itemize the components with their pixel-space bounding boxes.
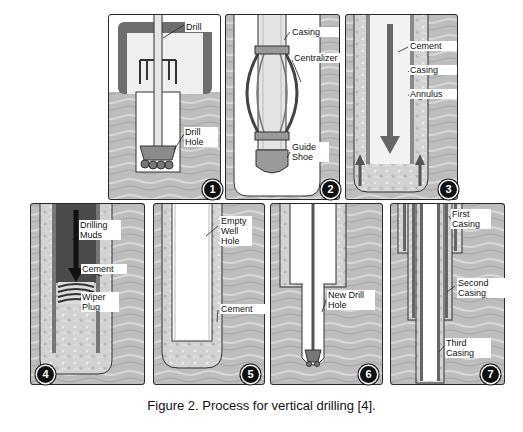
part-label: New Drill Hole — [327, 290, 375, 310]
part-label: Guide Shoe — [291, 142, 329, 162]
part-label: Cement — [81, 264, 127, 274]
part-label: Drilling Muds — [79, 220, 121, 240]
empty-well-scene — [153, 203, 265, 385]
callout-number: 7 — [482, 366, 499, 383]
part-label: Casing — [291, 27, 339, 37]
part-label: Third Casing — [445, 338, 491, 358]
callout-number: 1 — [204, 181, 221, 198]
wiper-plug-scene — [30, 203, 145, 385]
part-label: Drill — [185, 22, 219, 32]
step-panel: Drilling MudsCementWiper Plug 4 — [30, 203, 145, 385]
step-number: 5 — [242, 366, 259, 383]
part-label: Drill Hole — [184, 127, 218, 147]
step-number: 1 — [204, 181, 221, 198]
part-label: Wiper Plug — [81, 292, 119, 312]
callout-number: 5 — [242, 366, 259, 383]
part-label: Cement — [220, 304, 266, 314]
callout-number: 6 — [360, 366, 377, 383]
part-label: Casing — [409, 65, 457, 75]
part-label: First Casing — [451, 209, 491, 229]
part-label: Annulus — [409, 89, 457, 99]
new-drill-scene — [270, 203, 383, 385]
drill-rig-scene — [108, 14, 221, 200]
step-panel: New Drill Hole 6 — [270, 203, 383, 385]
part-label: Empty Well Hole — [220, 216, 252, 246]
step-number: 2 — [322, 181, 339, 198]
step-panel: CementCasingAnnulus 3 — [345, 14, 458, 200]
casing-centralizer-scene — [225, 14, 340, 200]
step-panel: CasingCentralizerGuide Shoe 2 — [225, 14, 340, 200]
step-panel: Empty Well HoleCement 5 — [153, 203, 265, 385]
callout-number: 4 — [37, 366, 54, 383]
figure-caption: Figure 2. Process for vertical drilling … — [0, 398, 523, 413]
step-panel: First CasingSecond CasingThird Casing 7 — [390, 203, 505, 385]
nested-casings-scene — [390, 203, 505, 385]
step-number: 4 — [37, 366, 54, 383]
step-number: 3 — [440, 181, 457, 198]
cement-pumping-scene — [345, 14, 458, 200]
callout-number: 2 — [322, 181, 339, 198]
step-number: 7 — [482, 366, 499, 383]
callout-number: 3 — [440, 181, 457, 198]
step-panel: DrillDrill Hole 1 — [108, 14, 221, 200]
part-label: Second Casing — [457, 278, 505, 298]
part-label: Centralizer — [293, 53, 343, 63]
step-number: 6 — [360, 366, 377, 383]
part-label: Cement — [409, 41, 457, 51]
